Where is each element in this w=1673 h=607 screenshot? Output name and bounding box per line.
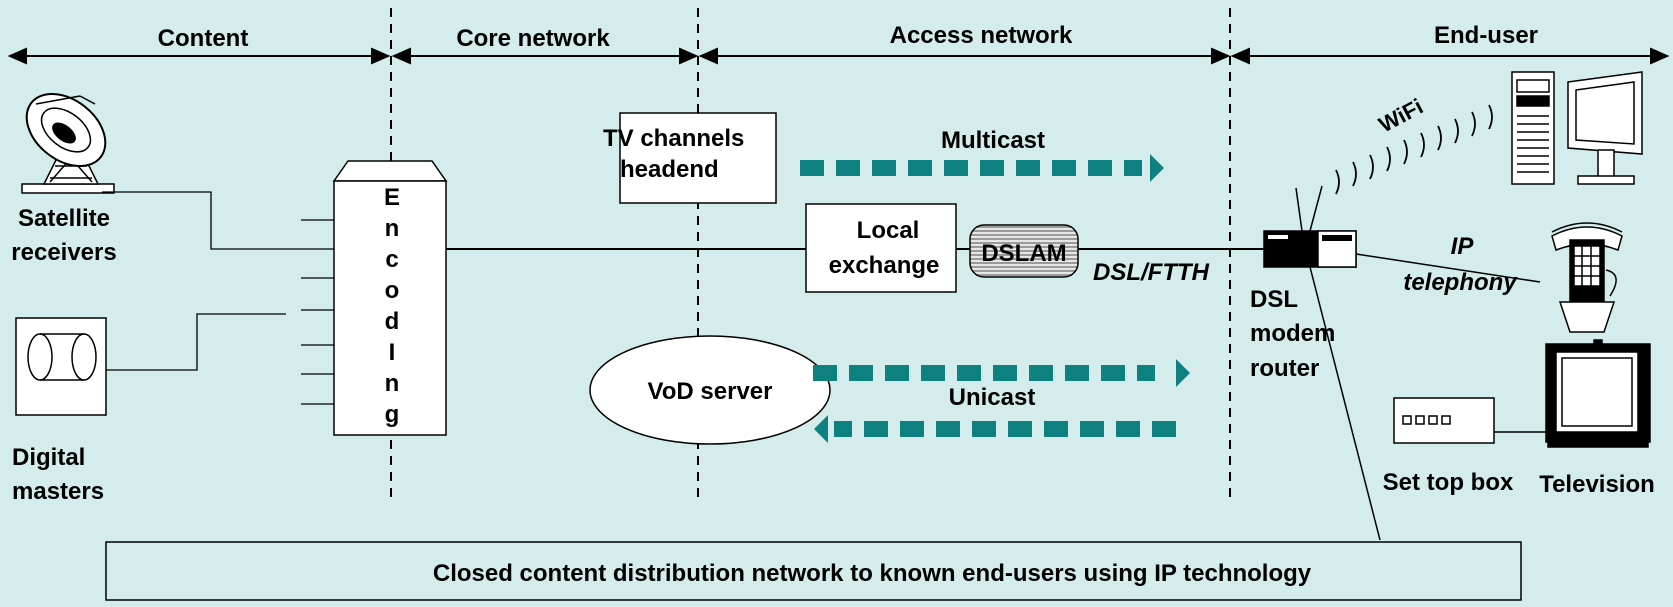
ip-phone-icon [1551, 222, 1623, 333]
caption-box [105, 541, 1522, 601]
section-label-content: Content [158, 25, 249, 52]
section-label-enduser: End-user [1434, 22, 1538, 49]
router-connections [1309, 253, 1541, 541]
satellite-dish-icon [21, 93, 115, 194]
headend-label-line2: headend [620, 156, 719, 183]
dslam-label: DSLAM [981, 240, 1066, 267]
satellite-label-line1: Satellite [18, 205, 110, 232]
vod-server-label: VoD server [648, 378, 773, 405]
section-label-access: Access network [890, 22, 1073, 49]
section-label-core: Core network [456, 25, 610, 52]
ip-telephony-label-line1: IP [1451, 233, 1475, 260]
wifi-waves-icon [1335, 104, 1493, 195]
headend-label-line1: TV channels [603, 125, 744, 152]
vod-server-node [589, 335, 831, 445]
tape-reel-icon [15, 317, 107, 416]
router-label-line2: modem [1250, 320, 1335, 347]
unicast-return-arrow [814, 415, 1176, 443]
multicast-label: Multicast [941, 127, 1045, 154]
exchange-label-line2: exchange [829, 252, 940, 279]
source-connections [102, 191, 334, 405]
unicast-outbound-arrow [813, 359, 1190, 387]
wifi-label: WiFi [1375, 94, 1428, 138]
encoding-letter: n [385, 215, 400, 242]
caption-text: Closed content distribution network to k… [433, 560, 1312, 587]
masters-label-line1: Digital [12, 444, 85, 471]
dslam-box [969, 224, 1079, 278]
encoding-letter: d [385, 308, 400, 335]
television-label: Television [1539, 471, 1655, 498]
encoding-letter: c [385, 246, 398, 273]
computer-icon [1511, 71, 1643, 185]
satellite-label-line2: receivers [11, 239, 116, 266]
dsl-ftth-label: DSL/FTTH [1093, 259, 1210, 286]
set-top-box-icon [1393, 397, 1495, 444]
encoding-letter: o [385, 277, 400, 304]
multicast-arrow [800, 154, 1164, 182]
encoding-letter: n [385, 370, 400, 397]
local-exchange-box [805, 203, 957, 293]
television-icon [1545, 339, 1651, 448]
section-arrows [7, 47, 1670, 65]
encoder-letters: E n c o d I n g [384, 184, 400, 428]
exchange-label-line1: Local [857, 217, 920, 244]
router-label-line3: router [1250, 355, 1319, 382]
encoding-letter: I [389, 339, 396, 366]
router-label-line1: DSL [1250, 286, 1298, 313]
unicast-label: Unicast [949, 384, 1036, 411]
encoding-letter: E [384, 184, 400, 211]
headend-box [619, 112, 777, 204]
settop-label: Set top box [1383, 469, 1514, 496]
encoder-box [332, 160, 448, 436]
masters-label-line2: masters [12, 478, 104, 505]
encoding-letter: g [385, 401, 400, 428]
dsl-router-icon [1263, 185, 1357, 268]
ip-telephony-label-line2: telephony [1403, 269, 1518, 296]
